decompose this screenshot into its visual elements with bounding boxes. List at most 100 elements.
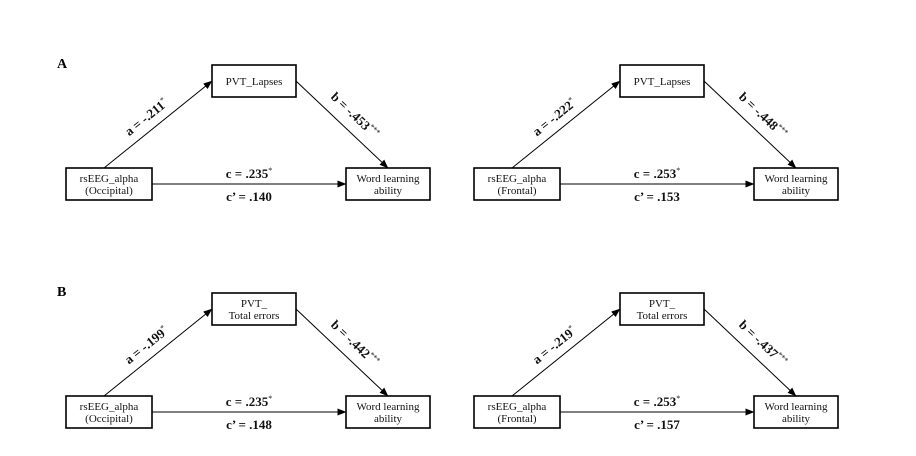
path-c-label: c = .235* [226,394,272,409]
path-c-label: c = .253* [634,166,680,181]
path-c-prime-label: c’ = .140 [226,189,272,204]
outcome-box-border [345,395,431,429]
predictor-box-border [65,395,153,429]
path-a-label-significance: * [566,323,575,333]
panel-label: B [57,285,66,300]
path-a-arrow [511,308,621,397]
predictor-box-label-line: rsEEG_alpha [80,401,139,413]
predictor-box-border [473,167,561,201]
path-a-label: a = -.199* [121,323,171,367]
path-c-label-value: c = .235 [226,394,269,409]
path-c-prime-label: c’ = .157 [634,417,680,432]
outcome-box-border [345,167,431,201]
path-c-prime-label-value: c’ = .157 [634,417,680,432]
path-b-label: b = -.437*** [736,317,790,369]
mediator-box-border [211,64,297,98]
path-c-label: c = .253* [634,394,680,409]
predictor-box-border [65,167,153,201]
path-a-label: a = -.211* [122,95,171,139]
mediator-box: PVT_Lapses [211,64,297,98]
mediation-diagram: rsEEG_alpha(Frontal) PVT_Total errorsWord… [473,292,839,432]
path-a-label-value: a = -.199 [121,325,168,367]
path-c-prime-label-value: c’ = .148 [226,417,272,432]
path-c-label-value: c = .253 [634,166,677,181]
path-c-label: c = .235* [226,166,272,181]
mediator-box-label-line: PVT_Lapses [634,76,691,88]
mediator-box-border [619,292,705,326]
predictor-box-label-line: (Frontal) [497,413,536,425]
path-a-label-value: a = -.219 [529,325,576,367]
mediator-box-border [211,292,297,326]
path-c-prime-label: c’ = .148 [226,417,272,432]
path-b-label-value: b = -.442 [328,317,373,361]
predictor-box: rsEEG_alpha(Occipital) [65,167,153,201]
mediator-box-label-line: Total errors [229,310,280,322]
predictor-box: rsEEG_alpha(Frontal) [473,395,561,429]
path-a-label-significance: * [158,323,167,333]
path-c-prime-label-value: c’ = .153 [634,189,680,204]
mediator-box-label-line: Total errors [637,310,688,322]
path-b-label-value: b = -.437 [736,317,782,361]
mediator-box-label-line: PVT_Lapses [226,76,283,88]
path-c-label-significance: * [676,394,680,403]
path-c-prime-label: c’ = .153 [634,189,680,204]
predictor-box-label-line: (Occipital) [85,185,133,197]
outcome-box-label-line: ability [782,185,811,197]
path-c-label-significance: * [676,166,680,175]
predictor-box: rsEEG_alpha(Occipital) [65,395,153,429]
path-a-label-significance: * [158,95,167,105]
predictor-box-label-line: rsEEG_alpha [80,173,139,185]
outcome-box-label-line: ability [374,413,403,425]
mediation-diagram: rsEEG_alpha(Occipital) PVT_Total errorsWo… [65,292,431,432]
path-b-label: b = -.442*** [328,317,382,369]
outcome-box-label-line: Word learning [357,401,420,413]
mediator-box-label-line: PVT_ [649,298,676,310]
mediator-box-label-line: PVT_ [241,298,268,310]
path-a-label-significance: * [566,95,575,105]
path-a-label: a = -.219* [529,323,579,367]
path-b-label: b = -.448*** [736,89,790,141]
outcome-box-border [753,395,839,429]
path-b-label: b = -.453*** [328,89,382,141]
path-c-label-significance: * [268,166,272,175]
path-b-arrow [703,80,797,169]
path-b-arrow [295,80,389,169]
predictor-box-label-line: (Occipital) [85,413,133,425]
predictor-box: rsEEG_alpha(Frontal) [473,167,561,201]
predictor-box-border [473,395,561,429]
path-c-prime-label-value: c’ = .140 [226,189,272,204]
outcome-box-border [753,167,839,201]
path-b-label-value: b = -.448 [736,89,782,133]
path-a-label-value: a = -.211 [122,98,168,139]
path-c-label-value: c = .253 [634,394,677,409]
path-b-label-value: b = -.453 [328,89,374,133]
path-a-label: a = -.222* [529,95,579,139]
path-a-label-value: a = -.222 [529,98,575,139]
path-b-arrow [703,308,797,397]
mediator-box: PVT_Total errors [619,292,705,326]
path-a-arrow [103,80,213,169]
predictor-box-label-line: rsEEG_alpha [488,173,547,185]
path-a-arrow [103,308,213,397]
outcome-box-label-line: ability [374,185,403,197]
mediator-box-border [619,64,705,98]
path-c-label-value: c = .235 [226,166,269,181]
outcome-box-label-line: ability [782,413,811,425]
mediator-box: PVT_Lapses [619,64,705,98]
predictor-box-label-line: (Frontal) [497,185,536,197]
outcome-box-label-line: Word learning [765,401,828,413]
panel-label: A [57,57,68,72]
path-b-arrow [295,308,389,397]
predictor-box-label-line: rsEEG_alpha [488,401,547,413]
path-c-label-significance: * [268,394,272,403]
outcome-box-label-line: Word learning [765,173,828,185]
